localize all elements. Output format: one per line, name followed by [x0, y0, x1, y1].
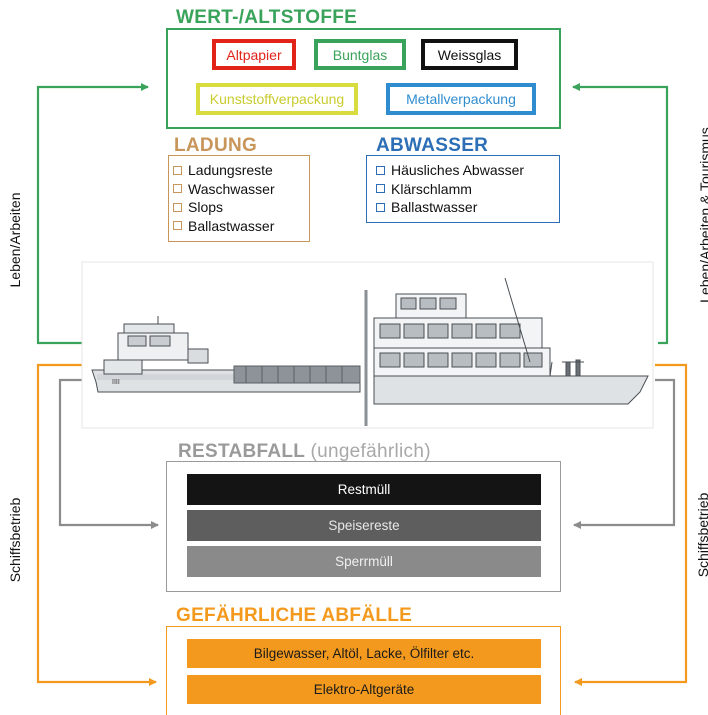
wertstoffe-box [166, 28, 561, 129]
restabfall-box [166, 461, 561, 592]
tag-metallverpackung: Metallverpackung [386, 83, 536, 115]
wertstoffe-title: WERT-/ALTSTOFFE [176, 7, 358, 28]
restabfall-title: RESTABFALL (ungefährlich) [178, 441, 431, 463]
abwasser-title: ABWASSER [376, 135, 489, 156]
ladung-list: Ladungsreste Waschwasser Slops Ballastwa… [173, 161, 275, 235]
list-item: Klärschlamm [376, 180, 524, 199]
tag-kunststoffverpackung: Kunststoffverpackung [196, 83, 358, 115]
connector-right-gray [573, 378, 676, 529]
square-bullet-icon [173, 202, 182, 212]
list-item: Ballastwasser [376, 198, 524, 217]
tag-weissglas: Weissglas [421, 39, 518, 70]
restabfall-subtitle: (ungefährlich) [310, 441, 431, 462]
connector-left-gray [58, 378, 159, 529]
tag-buntglas: Buntglas [314, 39, 406, 70]
list-item: Waschwasser [173, 180, 275, 199]
square-bullet-icon [173, 165, 182, 175]
gefaehrlich-title: GEFÄHRLICHE ABFÄLLE [176, 605, 413, 626]
side-label-right-bottom: Schiffsbetrieb [695, 492, 708, 578]
list-item: Ladungsreste [173, 161, 275, 180]
list-item-label: Ladungsreste [188, 162, 273, 179]
restabfall-title-text: RESTABFALL [178, 441, 305, 462]
list-item-label: Häusliches Abwasser [391, 162, 525, 179]
square-bullet-icon [376, 202, 385, 212]
list-item-label: Ballastwasser [391, 199, 478, 216]
bar-speisereste: Speisereste [187, 510, 541, 541]
square-bullet-icon [376, 184, 385, 194]
bar-elektro-altgeraete: Elektro-Altgeräte [187, 675, 541, 704]
ladung-title: LADUNG [174, 135, 258, 156]
list-item-label: Slops [188, 199, 224, 216]
list-item: Slops [173, 198, 275, 217]
cargo-ship-illustration [91, 316, 361, 393]
bar-sperrmuell: Sperrmüll [187, 546, 541, 577]
list-item-label: Klärschlamm [391, 180, 472, 197]
list-item-label: Waschwasser [188, 180, 275, 197]
square-bullet-icon [173, 221, 182, 231]
connector-right-orange [574, 363, 688, 686]
connector-right-green [572, 83, 669, 345]
ladung-box [168, 155, 310, 242]
connector-left-orange [36, 363, 157, 686]
gefaehrlich-box [166, 626, 561, 715]
side-label-right-top: Leben/Arbeiten & Tourismus [697, 127, 708, 303]
side-label-left-top: Leben/Arbeiten [7, 192, 23, 288]
bar-restmuell: Restmüll [187, 474, 541, 505]
list-item: Häusliches Abwasser [376, 161, 524, 180]
abwasser-box [366, 155, 560, 223]
square-bullet-icon [376, 165, 385, 175]
list-item: Ballastwasser [173, 217, 275, 236]
connector-left-green [36, 83, 149, 345]
passenger-ship-illustration [373, 277, 649, 405]
abwasser-list: Häusliches Abwasser Klärschlamm Ballastw… [376, 161, 524, 217]
bar-bilgewasser: Bilgewasser, Altöl, Lacke, Ölfilter etc. [187, 639, 541, 668]
side-label-left-bottom: Schiffsbetrieb [7, 497, 23, 583]
ship-marking: IIII [112, 379, 120, 386]
tag-altpapier: Altpapier [212, 39, 296, 70]
list-item-label: Ballastwasser [188, 217, 275, 234]
square-bullet-icon [173, 184, 182, 194]
